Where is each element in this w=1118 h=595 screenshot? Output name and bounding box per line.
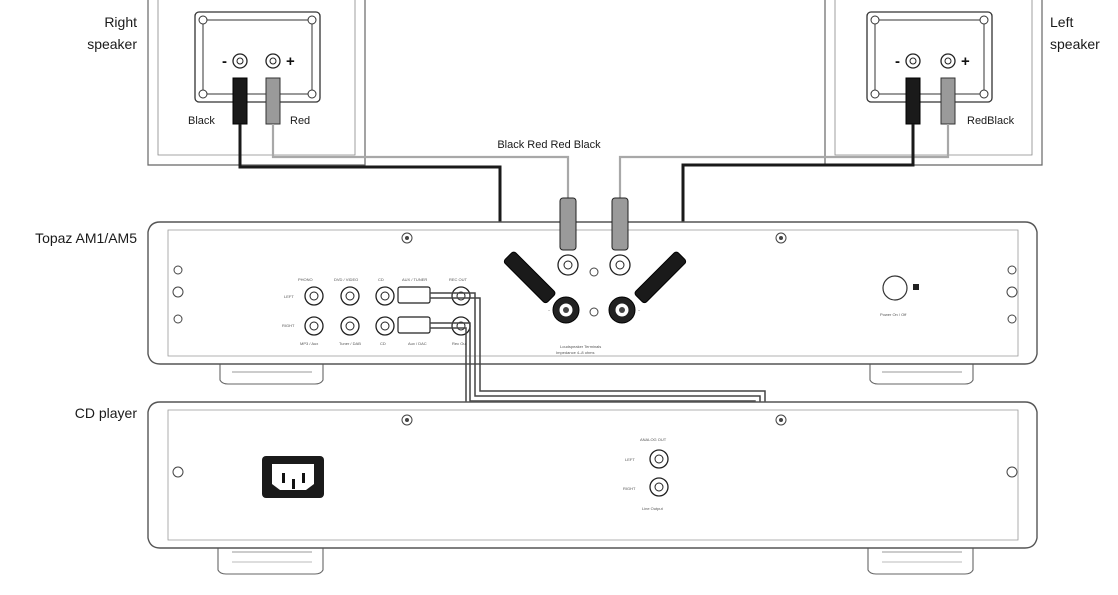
rca-jack-icon	[375, 316, 395, 336]
svg-text:RIGHT: RIGHT	[623, 486, 636, 491]
left-black-plug-icon	[905, 77, 921, 125]
left-red-plug-icon	[611, 197, 629, 251]
power-switch-icon: Power On / Off	[880, 275, 919, 317]
left-black-plug-icon	[634, 251, 687, 304]
right-black-plug-icon	[503, 251, 556, 304]
right-red-plug-icon	[265, 77, 281, 125]
screw-icon	[589, 267, 599, 317]
rca-jack-icon	[375, 286, 395, 306]
speaker-terminal-icon	[552, 296, 580, 324]
right-speaker-label-line2: speaker	[87, 36, 137, 52]
right-speaker-minus-sign: -	[222, 53, 227, 70]
rca-plug-icon	[397, 286, 431, 304]
svg-text:PHONO: PHONO	[298, 277, 313, 282]
left-speaker-label-line2: speaker	[1050, 36, 1100, 52]
right-speaker-plus-post-icon	[265, 53, 281, 69]
svg-text:Power On / Off: Power On / Off	[880, 312, 907, 317]
screw-icon	[172, 265, 184, 324]
screw-icon	[172, 466, 184, 478]
cd-line-output-jacks: ANALOG OUT LEFT RIGHT Line Output	[623, 437, 669, 511]
amplifier-chassis: PHONO DVD / VIDEO CD AUX / TUNER REC OUT…	[147, 221, 1038, 365]
left-redblack-label: RedBlack	[967, 115, 1015, 127]
amplifier-speaker-plugs	[503, 197, 687, 304]
screw-icon	[401, 414, 413, 426]
right-red-label: Red	[290, 115, 310, 127]
right-speaker-label-line1: Right	[104, 14, 137, 30]
iec-power-inlet-icon	[262, 456, 324, 498]
speaker-terminal-icon	[608, 296, 636, 324]
right-speaker: - + Black Red	[147, 0, 366, 166]
right-speaker-minus-post-icon	[232, 53, 248, 69]
rca-jack-icon	[340, 286, 360, 306]
rca-plug-icon	[397, 316, 431, 334]
right-red-plug-icon	[559, 197, 577, 251]
left-speaker-plus-sign: +	[961, 53, 970, 70]
svg-text:Loudspeaker Terminals: Loudspeaker Terminals	[560, 344, 601, 349]
amplifier-speaker-terminals: − − Loudspeaker Terminals Impedance 4–8 …	[548, 254, 641, 355]
rca-jack-icon	[649, 449, 669, 469]
svg-text:DVD / VIDEO: DVD / VIDEO	[334, 277, 358, 282]
screw-icon	[1006, 265, 1018, 324]
amplifier-feet	[219, 362, 974, 385]
svg-text:MP3 / Aux: MP3 / Aux	[300, 341, 318, 346]
cable-colors-label: Black Red Red Black	[497, 139, 601, 151]
screw-icon	[401, 232, 413, 244]
svg-text:Tuner / DAB: Tuner / DAB	[339, 341, 361, 346]
svg-text:RIGHT: RIGHT	[282, 323, 295, 328]
left-speaker-terminal-plate	[866, 11, 993, 103]
svg-text:Line Output: Line Output	[642, 506, 664, 511]
svg-text:Rec Out: Rec Out	[452, 341, 468, 346]
amplifier-label: Topaz AM1/AM5	[35, 230, 137, 246]
left-speaker-plus-post-icon	[940, 53, 956, 69]
cd-player-feet	[217, 542, 974, 575]
svg-text:ANALOG OUT: ANALOG OUT	[640, 437, 667, 442]
right-black-label: Black	[188, 115, 215, 127]
left-speaker: - + RedBlack	[824, 0, 1043, 166]
rca-jack-icon	[649, 477, 669, 497]
svg-text:AUX / TUNER: AUX / TUNER	[402, 277, 427, 282]
svg-text:Aux / DAC: Aux / DAC	[408, 341, 427, 346]
left-speaker-minus-sign: -	[895, 53, 900, 70]
rca-jack-icon	[451, 286, 471, 306]
svg-text:REC OUT: REC OUT	[449, 277, 468, 282]
screw-icon	[775, 414, 787, 426]
screw-icon	[1006, 466, 1018, 478]
svg-text:Impedance 4–8 ohms: Impedance 4–8 ohms	[556, 350, 594, 355]
svg-text:−: −	[548, 308, 551, 313]
svg-text:CD: CD	[378, 277, 384, 282]
rca-jack-icon	[304, 286, 324, 306]
right-black-plug-icon	[232, 77, 248, 125]
rca-jack-icon	[304, 316, 324, 336]
cd-player-chassis: ANALOG OUT LEFT RIGHT Line Output	[147, 401, 1038, 549]
left-speaker-label-line1: Left	[1050, 14, 1073, 30]
screw-icon	[775, 232, 787, 244]
rca-jack-icon	[451, 316, 471, 336]
cd-player-label: CD player	[75, 405, 138, 421]
left-red-plug-icon	[940, 77, 956, 125]
speaker-terminal-icon	[557, 254, 579, 276]
left-speaker-minus-post-icon	[905, 53, 921, 69]
svg-text:CD: CD	[380, 341, 386, 346]
svg-text:LEFT: LEFT	[625, 457, 635, 462]
right-speaker-plus-sign: +	[286, 53, 295, 70]
svg-text:−: −	[638, 308, 641, 313]
right-speaker-terminal-plate	[194, 11, 321, 103]
svg-text:LEFT: LEFT	[284, 294, 294, 299]
speaker-terminal-icon	[609, 254, 631, 276]
rca-jack-icon	[340, 316, 360, 336]
